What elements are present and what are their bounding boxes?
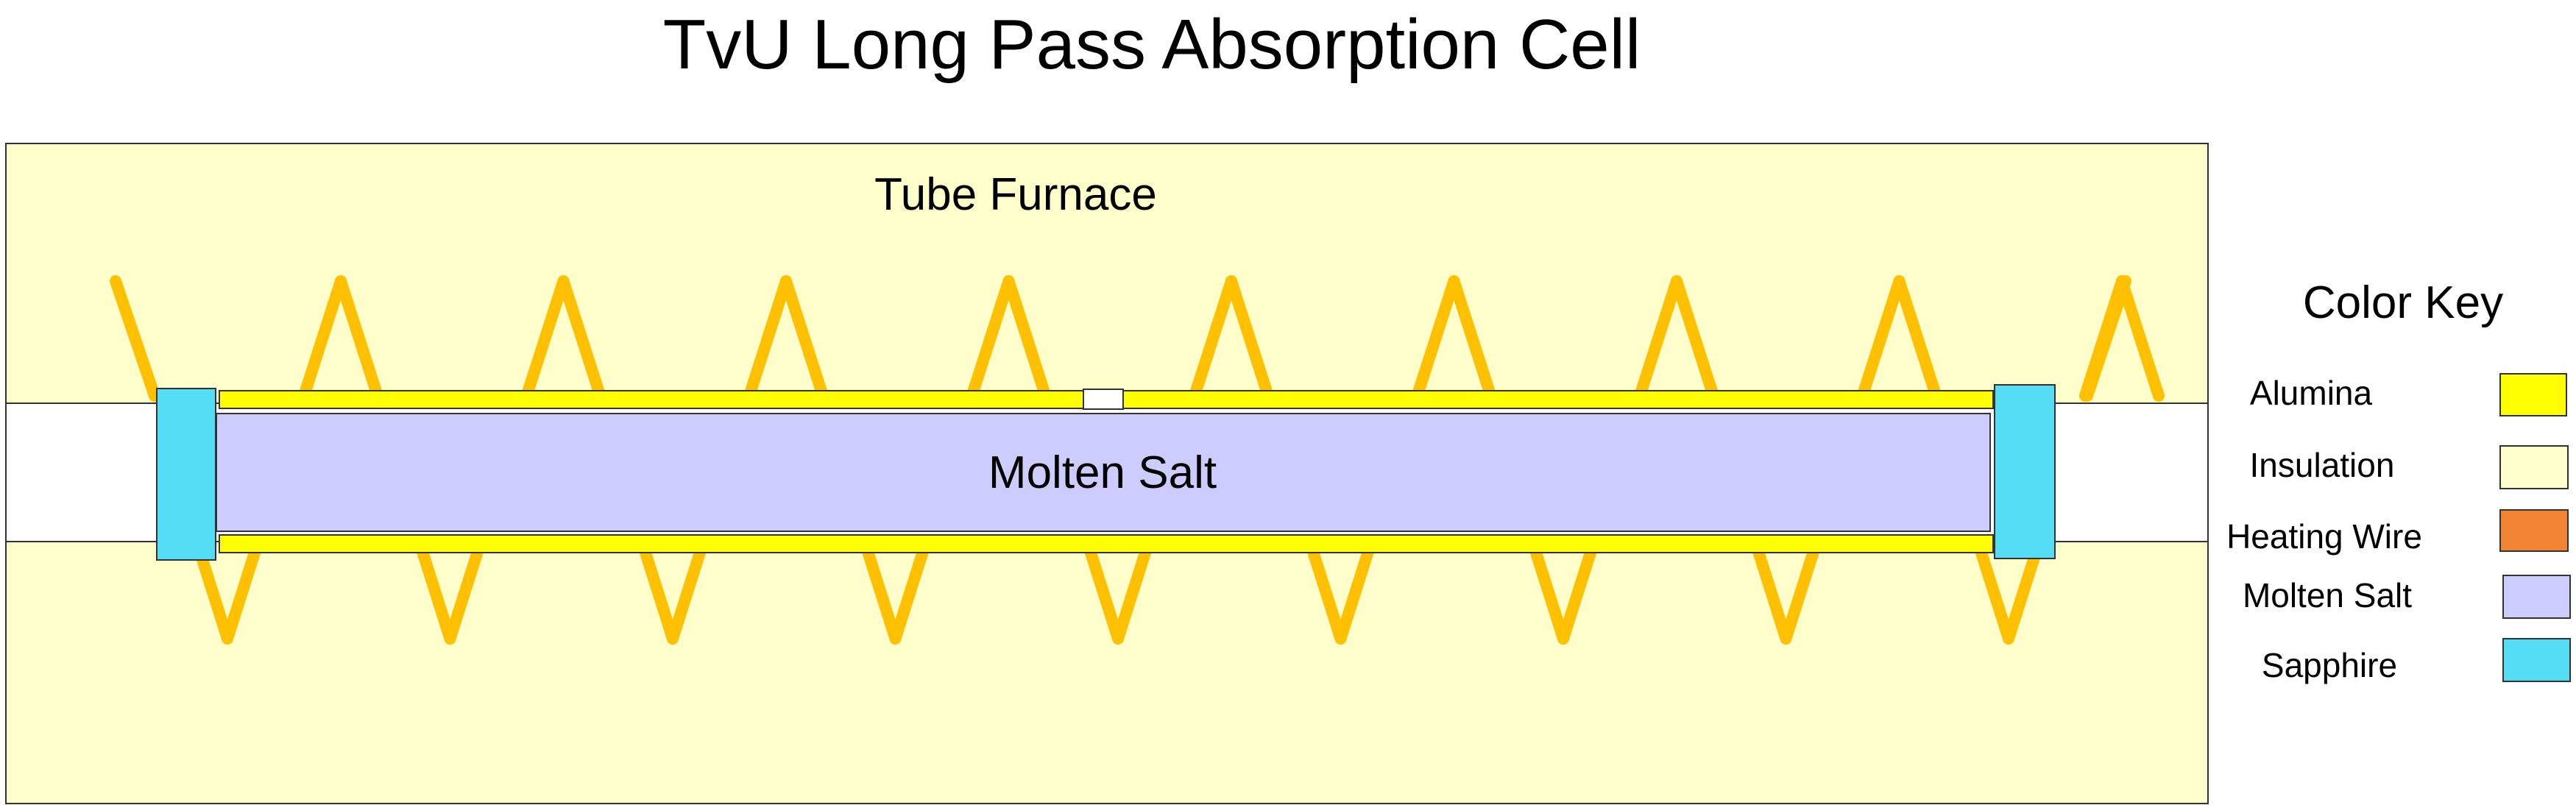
heating-wire-segment [520,275,570,402]
sapphire-window-right [1994,384,2056,559]
heating-wire-segment [1529,545,1569,645]
legend-label-molten-salt: Molten Salt [2243,576,2412,614]
heating-wire-segment [1671,275,1719,402]
heating-wire-bottom [194,545,2042,645]
legend-swatch-sapphire [2502,638,2571,682]
diagram-title: TvU Long Pass Absorption Cell [663,5,1641,84]
molten-salt-label: Molten Salt [988,447,1217,498]
color-key-title: Color Key [2303,277,2503,328]
heating-wire-segment [557,275,606,402]
heating-wire-segment [298,275,347,402]
molten-salt-channel [216,413,1991,532]
heating-wire-segment [110,275,160,402]
legend-label-alumina: Alumina [2250,374,2373,412]
heating-wire-segment [780,275,829,402]
legend-swatch-heating-wire [2499,509,2569,552]
heating-wire-segment [1411,275,1460,402]
heating-wire-segment [1448,275,1497,402]
heating-wire-segment [1557,545,1597,645]
legend-swatch-insulation [2499,445,2569,489]
heating-wire-segment [889,545,930,645]
legend-swatch-alumina [2499,373,2567,416]
legend-label-sapphire: Sapphire [2262,646,2397,684]
heating-wire-segment [743,275,792,402]
alumina-tube-bottom-wall [219,534,1994,553]
heating-wire-segment [667,545,707,645]
heating-wire-segment [416,545,456,645]
heating-wire-segment [1225,275,1274,402]
heating-wire-segment [1334,545,1375,645]
heating-wire-segment [1856,275,1906,402]
color-key: Color Key Alumina Insulation Heating Wir… [2226,277,2571,684]
heating-wire-segment [1634,275,1682,402]
heating-wire-segment [1189,275,1237,402]
legend-swatch-molten-salt [2502,575,2571,619]
heating-wire-segment [444,545,484,645]
heating-wire-top [110,275,2165,402]
legend-label-insulation: Insulation [2250,446,2395,484]
heating-wire-segment [966,275,1015,402]
heating-wire-segment [1780,545,1820,645]
heating-wire-segment [861,545,902,645]
heating-wire-segment [1893,275,1942,402]
heating-wire-segment [1752,545,1792,645]
heating-wire-segment [1112,545,1152,645]
tube-furnace-label: Tube Furnace [874,169,1157,220]
heating-wire-segment [1084,545,1124,645]
heating-wire-segment [1975,545,2014,645]
heating-wire-segment [1306,545,1347,645]
heating-wire-segment [222,545,261,645]
heating-wire-segment [639,545,679,645]
sapphire-window-left [156,388,216,561]
heating-wire-segment [2003,545,2042,645]
fill-port-opening [1083,389,1124,410]
heating-wire-segment [1002,275,1052,402]
heating-wire-segment [2116,275,2165,402]
heating-wire-segment [2081,275,2131,402]
legend-label-heating-wire: Heating Wire [2226,517,2422,556]
heating-wire-segment [335,275,383,402]
heating-wire-segment [194,545,233,645]
